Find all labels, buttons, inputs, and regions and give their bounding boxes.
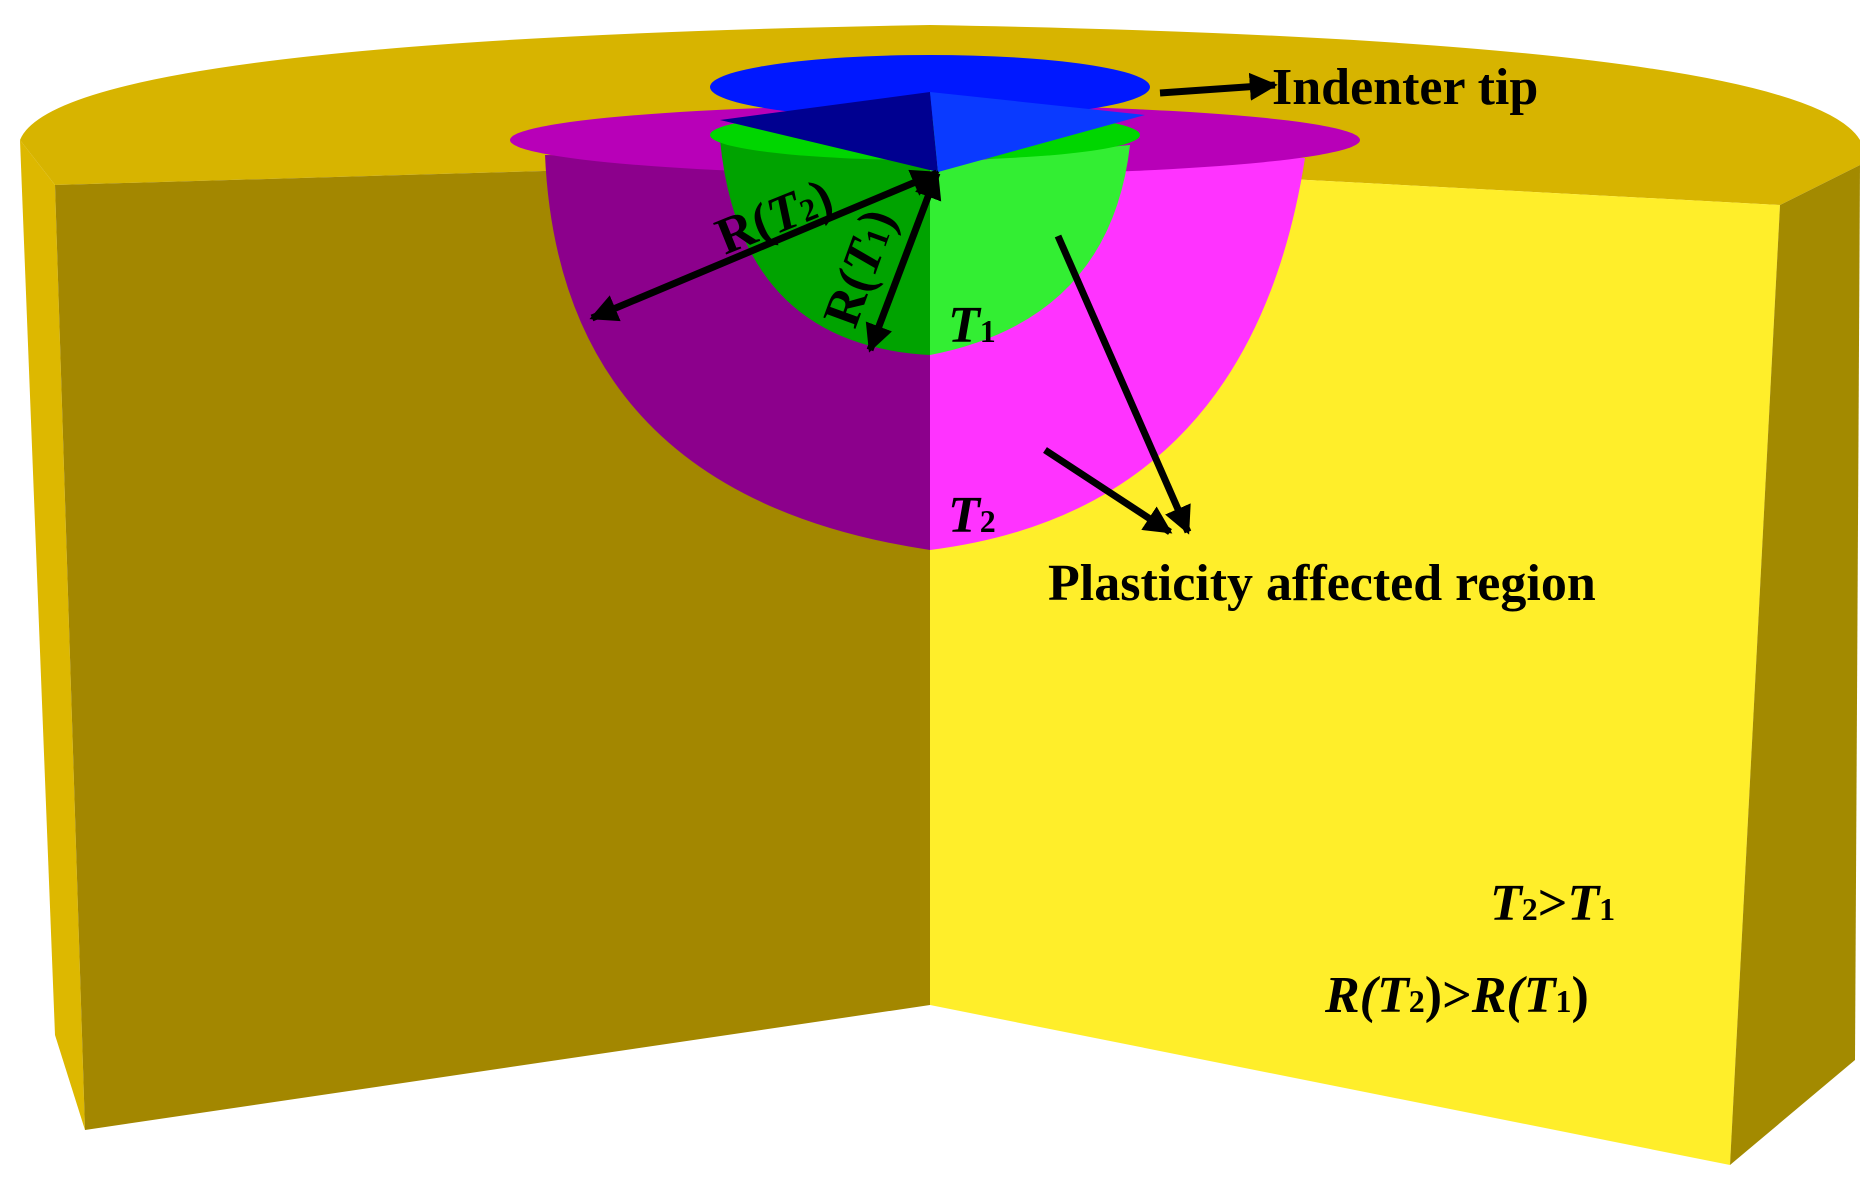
rel-r-a-sub: 2 [1409,983,1425,1019]
rel-t-op: > [1538,875,1568,932]
t1-t: T [948,297,982,354]
rel-r-r1: R( [1324,967,1381,1024]
rel-r-close: ) [1571,967,1588,1024]
annotation-arrows [589,72,1278,535]
rel-t-a: T [1490,875,1524,932]
outer-right-side [1730,165,1860,1165]
outer-left-side [20,140,85,1130]
rel-r-a: T [1377,967,1411,1024]
t1-label: T1 [948,297,996,354]
rel-t-b: T [1567,875,1601,932]
plasticity-region-label: Plasticity affected region [1048,555,1596,612]
t2-sub: 2 [980,503,996,539]
rel-r-b-sub: 1 [1555,983,1571,1019]
rel-t-b-sub: 1 [1599,891,1615,927]
arrow-r-t1 [865,170,942,353]
t2-t: T [948,487,982,544]
indenter-tip-top [710,55,1150,119]
t1-sub: 1 [980,313,996,349]
radius-relation: R(T2)>R(T1) [1324,967,1589,1024]
rel-t-a-sub: 2 [1522,891,1538,927]
arrow-plasticity-2 [1043,447,1173,535]
indenter-tip-label: Indenter tip [1272,59,1538,116]
indenter-tip-dark-face [720,92,938,172]
rel-r-r2: R( [1471,967,1528,1024]
arrow-plasticity-1 [1054,234,1192,535]
arrow-indenter-tip [1159,72,1278,101]
indenter-tip-face [930,92,1145,172]
temperature-relation: T2>T1 [1490,875,1615,932]
rel-r-b: T [1524,967,1558,1024]
plastic-region-t1-front [930,145,1130,355]
t2-label: T2 [948,487,996,544]
rel-r-mid: )> [1425,967,1472,1024]
